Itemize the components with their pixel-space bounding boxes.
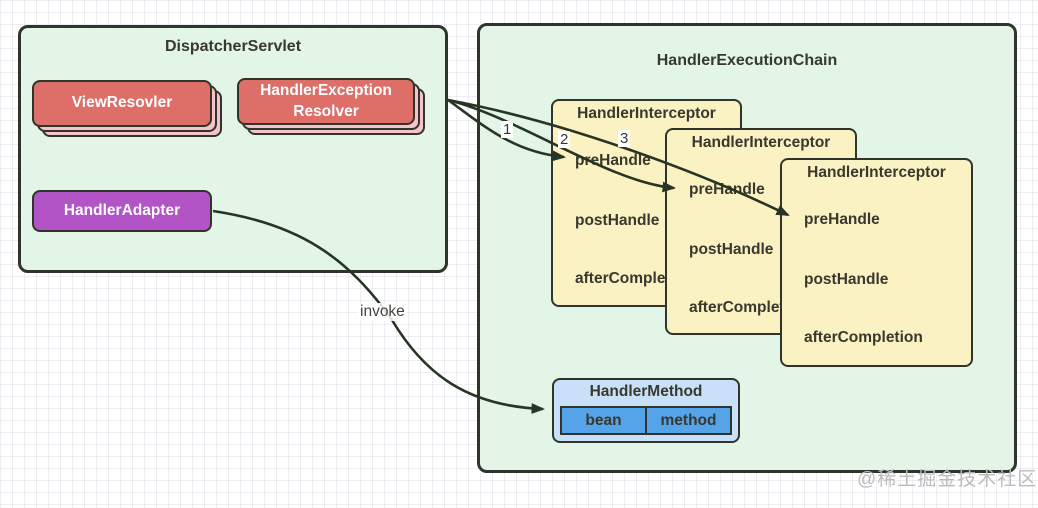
sequence-label-3: 3 xyxy=(618,130,631,147)
invoke-label: invoke xyxy=(358,303,407,321)
exception-resolver-label: HandlerException Resolver xyxy=(260,82,392,120)
handler-method-box: HandlerMethod bean method xyxy=(552,378,740,443)
handler-execution-chain-title: HandlerExecutionChain xyxy=(656,52,838,69)
aftercompletion-label-2: afterCompletion xyxy=(689,299,808,316)
handler-interceptor-title-2: HandlerInterceptor xyxy=(691,134,831,151)
view-resolver-label: ViewResovler xyxy=(71,94,173,112)
handler-method-cells: bean method xyxy=(560,406,732,435)
handler-adapter-box: HandlerAdapter xyxy=(32,190,212,232)
handler-interceptor-box-3: HandlerInterceptor preHandle postHandle … xyxy=(780,158,973,367)
aftercompletion-label-1: afterCompletion xyxy=(575,270,694,287)
handler-method-title: HandlerMethod xyxy=(589,383,703,400)
prehandle-label-1: preHandle xyxy=(575,152,651,169)
sequence-label-1: 1 xyxy=(501,121,514,138)
dispatcher-servlet-box: DispatcherServlet xyxy=(18,25,448,273)
handler-interceptor-title-1: HandlerInterceptor xyxy=(577,105,716,122)
view-resolver-box: ViewResovler xyxy=(32,80,212,127)
posthandle-label-1: postHandle xyxy=(575,212,660,229)
dispatcher-servlet-title: DispatcherServlet xyxy=(164,38,302,55)
bean-cell: bean xyxy=(562,408,645,433)
aftercompletion-label-3: afterCompletion xyxy=(804,329,923,346)
prehandle-label-3: preHandle xyxy=(804,211,880,228)
handler-interceptor-title-3: HandlerInterceptor xyxy=(807,164,946,181)
watermark: @稀土掘金技术社区 xyxy=(857,469,1038,490)
posthandle-label-3: postHandle xyxy=(804,271,889,288)
prehandle-label-2: preHandle xyxy=(689,181,765,198)
method-cell: method xyxy=(645,408,730,433)
posthandle-label-2: postHandle xyxy=(689,241,774,258)
handler-adapter-label: HandlerAdapter xyxy=(63,202,181,219)
exception-resolver-box: HandlerException Resolver xyxy=(237,78,415,125)
sequence-label-2: 2 xyxy=(558,131,571,148)
